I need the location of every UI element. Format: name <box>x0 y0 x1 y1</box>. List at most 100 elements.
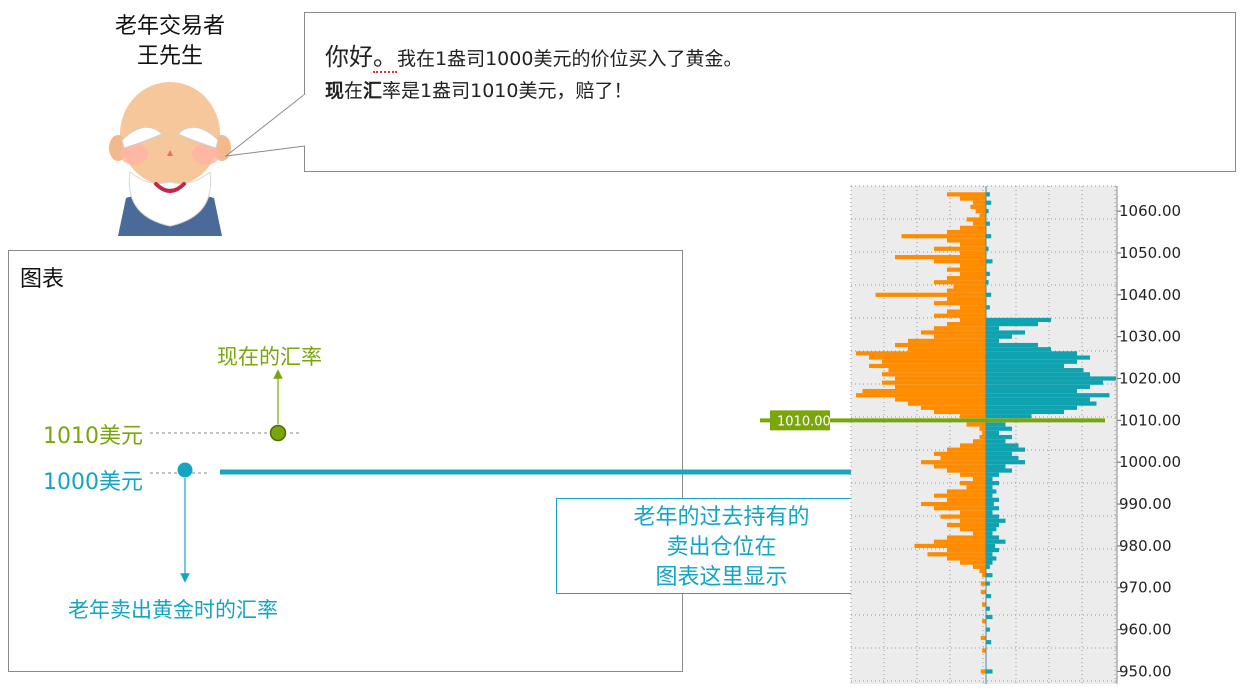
sell-order-bar <box>979 435 986 440</box>
sell-order-bar <box>908 338 986 343</box>
sell-order-bar <box>895 384 986 389</box>
speaker-name: 老年交易者 王先生 <box>90 12 250 72</box>
buy-order-bar <box>986 334 1012 339</box>
sell-order-bar <box>973 476 986 482</box>
sell-order-bar <box>973 439 986 444</box>
sell-order-bar <box>934 313 986 318</box>
y-tick-label: 1010.00 <box>1119 411 1181 429</box>
buy-order-bar <box>986 347 1051 352</box>
sell-order-bar <box>934 409 986 415</box>
y-tick-label: 950.00 <box>1119 662 1172 680</box>
sell-order-bar <box>934 464 986 469</box>
buy-order-bar <box>986 552 993 557</box>
speech-bubble: 你好。我在1盎司1000美元的价位买入了黄金。 现在汇率是1盎司1010美元，赔… <box>304 12 1236 172</box>
y-tick-label: 1000.00 <box>1119 453 1181 471</box>
sell-order-bar <box>875 292 986 297</box>
y-tick-label: 960.00 <box>1119 621 1172 639</box>
sell-order-bar <box>901 234 986 239</box>
y-tick-label: 1030.00 <box>1119 328 1181 346</box>
buy-order-bar <box>986 234 992 239</box>
sell-order-bar <box>973 564 986 569</box>
buy-order-bar <box>986 614 993 620</box>
greeting-mark: 。 <box>373 43 397 73</box>
sell-order-bar <box>934 539 986 544</box>
chart-panel <box>8 250 683 672</box>
buy-order-bar <box>986 535 999 540</box>
buy-order-bar <box>986 401 1097 406</box>
sell-order-bar <box>960 443 986 448</box>
buy-order-bar <box>986 338 999 343</box>
sell-order-bar <box>934 280 986 285</box>
info-line-3: 图表这里显示 <box>655 565 788 590</box>
y-tick-label: 980.00 <box>1119 537 1172 555</box>
sell-order-bar <box>980 581 986 586</box>
buy-order-bar <box>986 451 1012 456</box>
buy-order-bar <box>986 372 1090 377</box>
sell-order-bar <box>970 204 986 210</box>
buy-order-bar <box>986 518 1006 523</box>
buy-order-bar <box>986 564 990 569</box>
buy-order-bar <box>986 640 992 645</box>
buy-order-bar <box>986 435 1012 440</box>
y-tick-label: 1020.00 <box>1119 370 1181 388</box>
buy-order-bar <box>986 468 1012 473</box>
sell-order-bar <box>979 568 986 574</box>
sell-order-bar <box>947 267 986 272</box>
sell-order-bar <box>934 506 986 511</box>
sell-order-bar <box>914 543 986 548</box>
sell-order-bar <box>882 380 986 385</box>
bubble-tail <box>224 93 307 157</box>
old-trader-avatar <box>109 82 231 236</box>
sell-order-bar <box>947 238 986 243</box>
sell-order-bar <box>934 259 986 264</box>
sell-order-bar <box>869 355 986 360</box>
buy-order-bar <box>986 355 1090 360</box>
buy-order-bar <box>986 514 999 519</box>
buy-order-bar <box>986 363 1064 369</box>
sell-order-bar <box>960 263 986 268</box>
sell-order-bar <box>960 518 986 523</box>
speech-line-2a: 在 <box>344 80 364 102</box>
sell-order-bar <box>975 209 986 214</box>
sell-order-bar <box>934 334 986 339</box>
buy-order-bar <box>986 460 1025 465</box>
buy-order-bar <box>986 409 1064 415</box>
sell-order-bar <box>856 351 986 356</box>
y-tick-label: 1040.00 <box>1119 286 1181 304</box>
sell-order-bar <box>980 589 986 595</box>
y-tick-label: 1050.00 <box>1119 244 1181 262</box>
buy-order-bar <box>986 606 990 611</box>
buy-order-bar <box>986 280 989 285</box>
sell-order-bar <box>862 388 986 394</box>
sell-order-bar <box>947 468 986 473</box>
buy-order-bar <box>986 547 999 553</box>
left-cheek <box>120 143 148 165</box>
sell-order-bar <box>921 460 986 465</box>
buy-order-bar <box>986 443 1019 448</box>
sell-order-bar <box>966 485 986 490</box>
buy-order-bar <box>986 384 1090 389</box>
sell-order-bar <box>888 368 986 373</box>
sell-order-bar <box>895 342 986 348</box>
buy-order-bar <box>986 439 1006 444</box>
buy-order-bar <box>986 501 994 507</box>
speaker-title: 老年交易者 <box>114 14 225 39</box>
sell-order-bar <box>960 317 986 323</box>
buy-order-bar <box>986 221 990 226</box>
chart-panel-title: 图表 <box>20 267 65 292</box>
buy-order-bar <box>986 393 1110 398</box>
buy-order-bar <box>986 485 993 490</box>
speech-line-2: 率是1盎司1010美元，赔了！ <box>382 80 633 102</box>
buy-order-bar <box>986 322 1038 327</box>
buy-order-bar <box>986 522 999 528</box>
sell-order-bar <box>947 288 986 293</box>
buy-order-bar <box>986 368 1084 373</box>
sell-order-bar <box>921 501 986 507</box>
sell-order-bar <box>947 547 986 553</box>
sell-order-bar <box>947 229 986 235</box>
buy-order-bar <box>986 376 1116 381</box>
sell-order-bar <box>921 330 986 335</box>
sell-order-bar <box>947 275 986 281</box>
buy-order-bar <box>986 497 999 502</box>
sell-order-bar <box>960 472 986 477</box>
